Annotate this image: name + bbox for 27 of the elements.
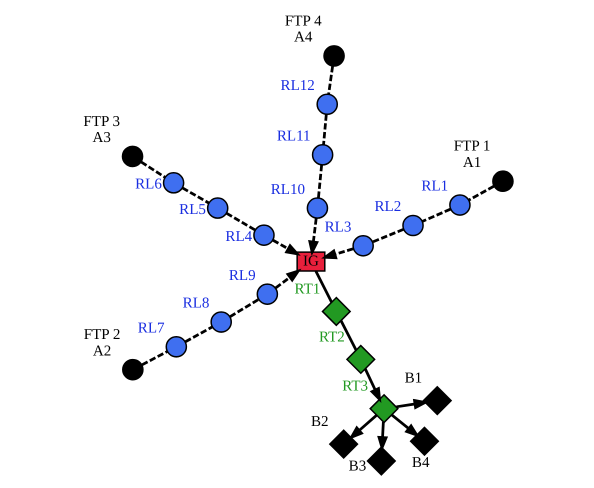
node-label: RL7 — [138, 320, 165, 336]
node-label: RL12 — [280, 78, 315, 94]
node-label: RL11 — [276, 128, 311, 144]
node-label: RL2 — [374, 199, 402, 216]
node-label: RL6 — [135, 176, 162, 193]
node-label: RT2 — [318, 329, 345, 346]
node-label: B1 — [404, 370, 422, 387]
node-label: RL3 — [324, 219, 352, 236]
node-label: A3 — [92, 130, 111, 146]
node-label: RL8 — [182, 296, 210, 312]
node-label: RT1 — [294, 281, 320, 298]
node-label: RL5 — [179, 202, 206, 218]
node-label: FTP 4 — [284, 13, 322, 30]
node-label: RL10 — [270, 182, 306, 198]
node-label: FTP 1 — [454, 138, 490, 155]
node-label: A2 — [92, 343, 112, 360]
node-label: RL4 — [225, 228, 252, 245]
node-label: A4 — [294, 30, 312, 46]
node-label: FTP 2 — [84, 326, 120, 343]
node-label: RL1 — [421, 178, 448, 195]
node-label: A1 — [462, 154, 482, 171]
node-label: B4 — [412, 455, 430, 472]
node-label: B3 — [348, 458, 366, 475]
node-label: FTP 3 — [83, 114, 120, 130]
node-label: RT3 — [342, 378, 368, 395]
node-label: RL9 — [228, 268, 256, 284]
node-label: B2 — [310, 414, 329, 430]
